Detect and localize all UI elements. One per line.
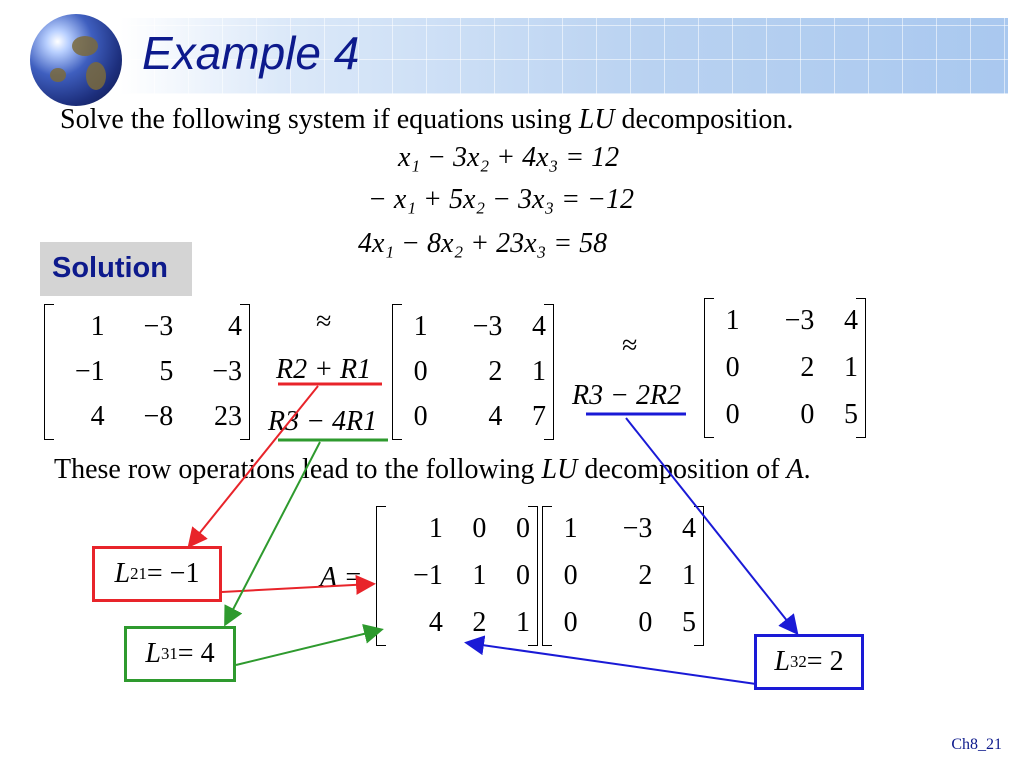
- matrix-cell: 0: [516, 513, 530, 545]
- l21-subscript: 21: [130, 564, 147, 583]
- matrix-cell: 23: [214, 401, 242, 433]
- lu-lead-sentence: These row operations lead to the followi…: [54, 454, 811, 486]
- problem-statement: Solve the following system if equations …: [60, 104, 793, 136]
- l32-subscript: 32: [790, 652, 807, 671]
- equation-3: 4x₁ − 8x₂ + 23x₃ = 58: [358, 228, 608, 259]
- slide-number: Ch8_21: [951, 736, 1002, 753]
- matrix-cell: −3: [784, 305, 815, 337]
- matrix-cell: 5: [159, 355, 174, 387]
- l21-value: = −1: [146, 558, 200, 589]
- matrix-cell: 4: [488, 401, 503, 433]
- row-op-r2-plus-r1: R2 + R1: [276, 354, 372, 385]
- lead-text-middle: decomposition of: [577, 454, 787, 485]
- matrix-cell: 4: [682, 513, 696, 545]
- matrix-A: 1 −3 4 −1 5 −3 4 −8 23: [44, 304, 250, 440]
- approx-symbol-2: ≈: [622, 330, 638, 361]
- matrix-cell: 0: [725, 351, 740, 383]
- matrix-cell: 1: [413, 310, 428, 342]
- matrix-cell: 0: [725, 398, 740, 430]
- matrix-cell: 1: [472, 559, 487, 591]
- l32-value: = 2: [806, 646, 844, 677]
- matrix-cell: 2: [472, 606, 487, 638]
- solution-label: Solution: [52, 252, 168, 284]
- matrix-cell: 5: [844, 398, 858, 430]
- arrow-green-right: [235, 624, 384, 666]
- matrix-cell: 0: [413, 355, 428, 387]
- row-op-r3-minus-2r2: R3 − 2R2: [572, 380, 682, 411]
- matrix-cell: 1: [532, 355, 546, 387]
- matrix-cell: 1: [563, 513, 578, 545]
- matrix-cell: −1: [413, 559, 443, 591]
- matrix-cell: 1: [516, 606, 530, 638]
- matrix-cell: 0: [638, 606, 653, 638]
- l31-subscript: 31: [161, 644, 178, 663]
- matrix-cell: −1: [74, 355, 105, 387]
- matrix-cell: 2: [800, 351, 815, 383]
- matrix-cell: 0: [563, 559, 578, 591]
- matrix-cell: 7: [532, 401, 546, 433]
- matrix-cell: 1: [725, 305, 740, 337]
- matrix-cell: 5: [682, 606, 696, 638]
- matrix-cell: 0: [472, 513, 487, 545]
- lead-a: A: [786, 454, 804, 485]
- intro-text: Solve the following system if equations …: [60, 104, 579, 135]
- matrix-cell: 0: [413, 401, 428, 433]
- intro-text-end: decomposition.: [614, 104, 794, 135]
- title-banner: [120, 18, 1008, 94]
- l21-symbol: L: [114, 558, 131, 589]
- matrix-cell: 0: [516, 559, 530, 591]
- matrix-cell: −3: [472, 310, 503, 342]
- matrix-cell: 4: [428, 606, 443, 638]
- solution-label-box: [40, 242, 192, 296]
- matrix-cell: 4: [228, 310, 242, 342]
- matrix-cell: 4: [844, 305, 858, 337]
- matrix-cell: 1: [682, 559, 696, 591]
- matrix-cell: 1: [90, 310, 105, 342]
- lead-text: These row operations lead to the followi…: [54, 454, 542, 485]
- matrix-cell: 2: [638, 559, 653, 591]
- matrix-cell: −8: [143, 401, 174, 433]
- matrix-cell: 0: [800, 398, 815, 430]
- matrix-cell: −3: [212, 355, 242, 387]
- intro-lu: LU: [578, 104, 615, 135]
- matrix-cell: 0: [563, 606, 578, 638]
- equation-1: x₁ − 3x₂ + 4x₃ = 12: [398, 142, 620, 173]
- slide-title: Example 4: [142, 27, 360, 79]
- lead-lu: LU: [541, 454, 578, 485]
- lead-period: .: [803, 454, 811, 485]
- matrix-cell: 4: [532, 310, 546, 342]
- arrow-blue-left: [464, 635, 757, 685]
- approx-symbol-1: ≈: [316, 306, 332, 337]
- matrix-cell: 2: [488, 355, 503, 387]
- l31-value: = 4: [177, 638, 215, 669]
- l31-symbol: L: [145, 638, 161, 669]
- arrow-red-down: [187, 385, 319, 549]
- row-op-r3-minus-4r1: R3 − 4R1: [268, 406, 378, 437]
- globe-icon: [30, 14, 122, 106]
- a-equals: A =: [320, 562, 363, 593]
- matrix-cell: 4: [90, 401, 105, 433]
- l32-symbol: L: [774, 646, 790, 677]
- arrow-green-down: [224, 441, 321, 627]
- equation-2: − x₁ + 5x₂ − 3x₃ = −12: [368, 184, 634, 215]
- arrow-blue-down: [625, 417, 799, 636]
- matrix-cell: 1: [844, 351, 858, 383]
- matrix-cell: 1: [428, 513, 443, 545]
- matrix-cell: −3: [143, 310, 174, 342]
- arrow-red-right: [221, 574, 376, 595]
- matrix-cell: −3: [622, 513, 653, 545]
